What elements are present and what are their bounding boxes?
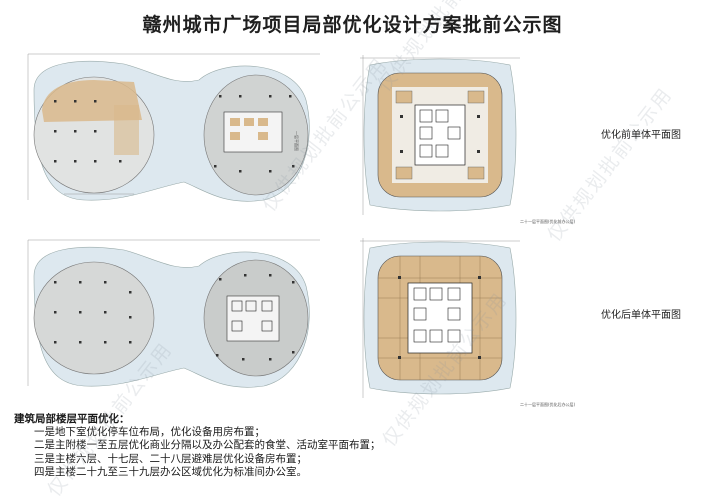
plan-ground-floor-after — [24, 236, 324, 396]
optimization-notes: 建筑局部楼层平面优化： 一是地下室优化停车位布局，优化设备用房布置； 二是主附楼… — [14, 413, 381, 479]
plan-office-floor-before: 二十一层平面图(优化前办公层) — [360, 55, 575, 224]
notes-heading: 建筑局部楼层平面优化： — [14, 413, 130, 425]
floor-plan-drawing — [27, 239, 320, 388]
notes-item: 二是主附楼一至五层优化商业分隔以及办公配套的食堂、活动室平面布置； — [34, 439, 381, 452]
floor-plan-drawing — [360, 55, 520, 215]
label-before-plan: 优化前单体平面图 — [601, 130, 681, 141]
label-after-plan: 优化后单体平面图 — [601, 310, 681, 321]
page-title: 赣州城市广场项目局部优化设计方案批前公示图 — [142, 14, 563, 36]
notes-item: 四是主楼二十九至三十九层办公区域优化为标准间办公室。 — [34, 465, 307, 478]
plan-caption: 一层平面图 — [294, 131, 299, 151]
plan-caption: 二十一层平面图(优化前办公层) — [520, 219, 576, 224]
floor-plan-drawing — [360, 238, 520, 398]
notes-item: 一是地下室优化停车位布局，优化设备用房布置； — [34, 426, 265, 439]
plan-ground-floor-before: 一层平面图 — [24, 50, 324, 210]
notes-item: 三是主楼六层、十七层、二十八层避难层优化设备房布置； — [34, 452, 307, 465]
plan-caption: 二十一层平面图(优化后办公层) — [520, 402, 576, 407]
floor-plan-drawing — [27, 53, 320, 202]
plan-office-floor-after: 二十一层平面图(优化后办公层) — [360, 238, 575, 407]
